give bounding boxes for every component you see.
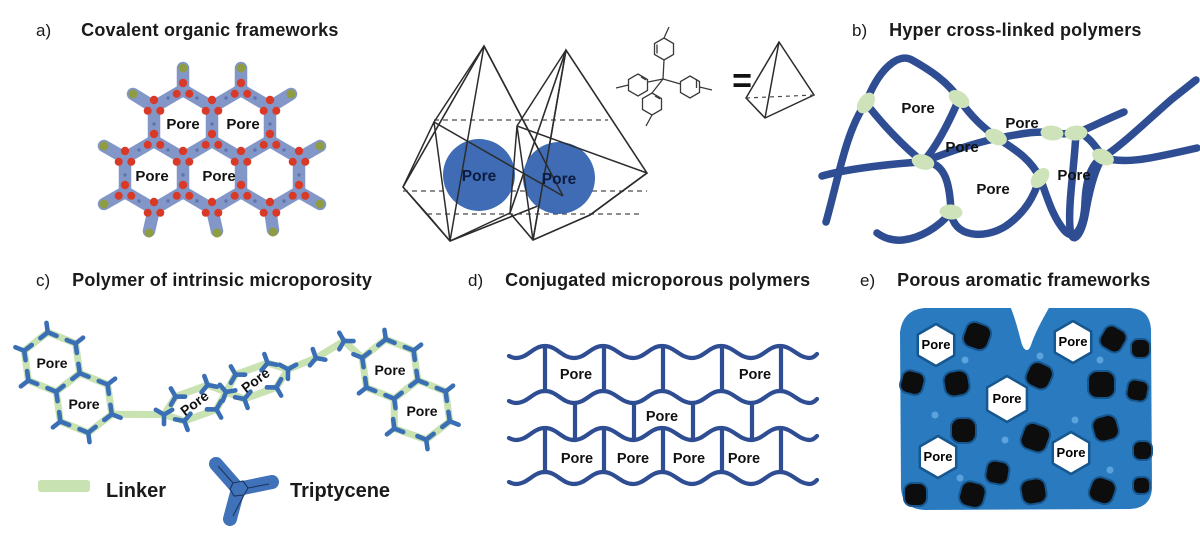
pore-label: Pore xyxy=(36,355,67,371)
pore-label: Pore xyxy=(68,396,99,412)
panel-a-title: Covalent organic frameworks xyxy=(81,20,339,40)
pore-sphere-left xyxy=(443,139,515,211)
panel-b-letter: b) xyxy=(852,21,868,40)
pore-label: Pore xyxy=(924,449,953,464)
panel-d-header: d) Conjugated microporous polymers xyxy=(468,270,810,291)
cof-sphere-dots xyxy=(123,96,301,203)
panel-c-letter: c) xyxy=(36,271,51,290)
pore-label: Pore xyxy=(739,367,771,383)
pore-label: Pore xyxy=(462,168,497,185)
cof-olive-tips xyxy=(99,63,325,238)
triptycene-glyph xyxy=(209,457,279,526)
pore-label: Pore xyxy=(1057,445,1086,460)
tetrahedra-pore-diagram: Pore Pore = xyxy=(402,26,816,242)
legend-linker-label: Linker xyxy=(106,480,166,502)
pore-label: Pore xyxy=(617,451,649,467)
pore-label: Pore xyxy=(901,100,934,117)
polymer-chains xyxy=(818,54,1200,244)
pore-label: Pore xyxy=(1057,167,1090,184)
panel-e-title: Porous aromatic frameworks xyxy=(897,270,1151,290)
pore-label: Pore xyxy=(646,409,678,425)
paf-top-notch xyxy=(1010,306,1050,351)
panel-c-title: Polymer of intrinsic microporosity xyxy=(72,270,373,290)
pore-label: Pore xyxy=(945,139,978,156)
wavy-chains xyxy=(506,343,820,487)
panel-b-header: b) Hyper cross-linked polymers xyxy=(852,20,1142,41)
pim-diagram: Pore Pore Pore Pore Pore Pore Linker xyxy=(0,300,480,526)
hcp-network-diagram: Pore Pore Pore Pore Pore xyxy=(818,54,1200,244)
vertical-links xyxy=(542,344,784,475)
tetrahedron-wireframes xyxy=(402,44,649,242)
pore-label: Pore xyxy=(1059,334,1088,349)
pore-label: Pore xyxy=(166,116,199,133)
pore-label: Pore xyxy=(202,168,235,185)
paf-network-diagram: Pore Pore Pore Pore Pore xyxy=(899,306,1153,510)
pore-label: Pore xyxy=(542,171,577,188)
pore-label: Pore xyxy=(993,391,1022,406)
triptycene-nodes xyxy=(12,322,461,450)
pore-label: Pore xyxy=(374,362,405,378)
panel-e-letter: e) xyxy=(860,271,876,290)
panel-a-header: a) Covalent organic frameworks xyxy=(36,20,339,41)
legend: Linker Triptycene xyxy=(38,457,390,526)
tetrahedron-internal-edges xyxy=(402,45,648,242)
paf-shadow-holes xyxy=(899,320,1153,509)
linker-swatch xyxy=(38,480,90,492)
panel-c-header: c) Polymer of intrinsic microporosity xyxy=(36,270,372,291)
panel-a-letter: a) xyxy=(36,21,52,40)
panel-b-title: Hyper cross-linked polymers xyxy=(889,20,1142,40)
pore-label: Pore xyxy=(561,451,593,467)
panel-d-letter: d) xyxy=(468,271,484,290)
tetraphenylmethane-molecule xyxy=(615,26,713,127)
small-tetrahedron xyxy=(745,40,816,119)
pore-label: Pore xyxy=(135,168,168,185)
cof-honeycomb-diagram: Pore Pore Pore Pore xyxy=(97,61,327,238)
pore-label: Pore xyxy=(560,367,592,383)
pore-label: Pore xyxy=(976,181,1009,198)
panel-e-header: e) Porous aromatic frameworks xyxy=(860,270,1150,291)
cmp-grid-diagram: Pore Pore Pore Pore Pore Pore Pore xyxy=(506,343,820,487)
pore-label: Pore xyxy=(406,403,437,419)
paf-highlights xyxy=(931,352,1114,482)
crosslink-nodes xyxy=(856,89,1114,220)
pore-label: Pore xyxy=(1005,115,1038,132)
pore-label: Pore xyxy=(226,116,259,133)
equals-sign: = xyxy=(732,62,752,100)
linker-edges xyxy=(20,328,454,444)
pore-label: Pore xyxy=(728,451,760,467)
panel-d-title: Conjugated microporous polymers xyxy=(505,270,811,290)
paf-pore-openings xyxy=(916,319,1093,480)
pore-label: Pore xyxy=(922,337,951,352)
legend-triptycene-label: Triptycene xyxy=(290,480,390,502)
pore-label: Pore xyxy=(673,451,705,467)
